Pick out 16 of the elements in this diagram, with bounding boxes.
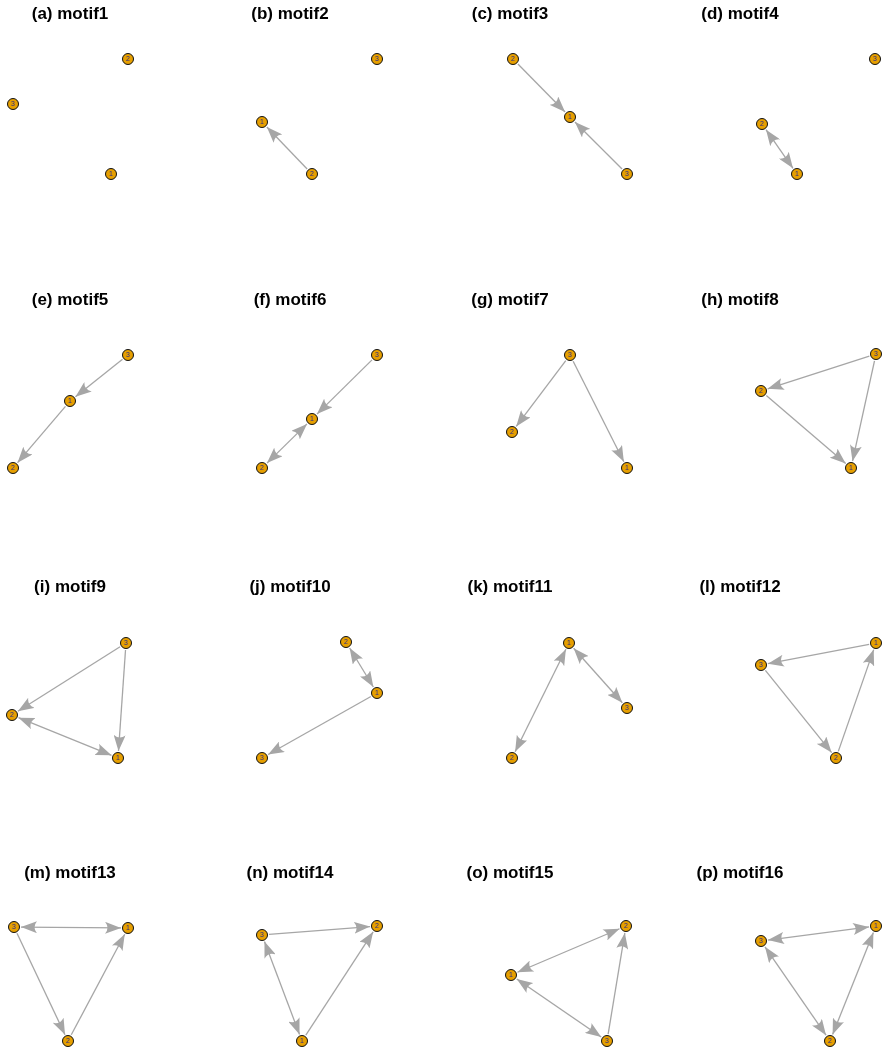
panel-title: (g) motif7 bbox=[471, 290, 549, 310]
panel-title: (o) motif15 bbox=[466, 863, 554, 883]
panel-title: (i) motif9 bbox=[34, 577, 106, 597]
panel-title: (n) motif14 bbox=[246, 863, 334, 883]
panel-title: (j) motif10 bbox=[249, 577, 331, 597]
panel-title: (a) motif1 bbox=[31, 4, 109, 24]
panel-title: (p) motif16 bbox=[696, 863, 784, 883]
panel-title: (l) motif12 bbox=[699, 577, 781, 597]
panel-title: (h) motif8 bbox=[701, 290, 779, 310]
panel-title: (e) motif5 bbox=[31, 290, 109, 310]
panel-title: (d) motif4 bbox=[701, 4, 779, 24]
panel-title: (f) motif6 bbox=[253, 290, 327, 310]
panel-title: (k) motif11 bbox=[467, 577, 553, 597]
panel-title: (m) motif13 bbox=[24, 863, 116, 883]
panel-title: (c) motif3 bbox=[471, 4, 549, 24]
panel-title: (b) motif2 bbox=[251, 4, 329, 24]
